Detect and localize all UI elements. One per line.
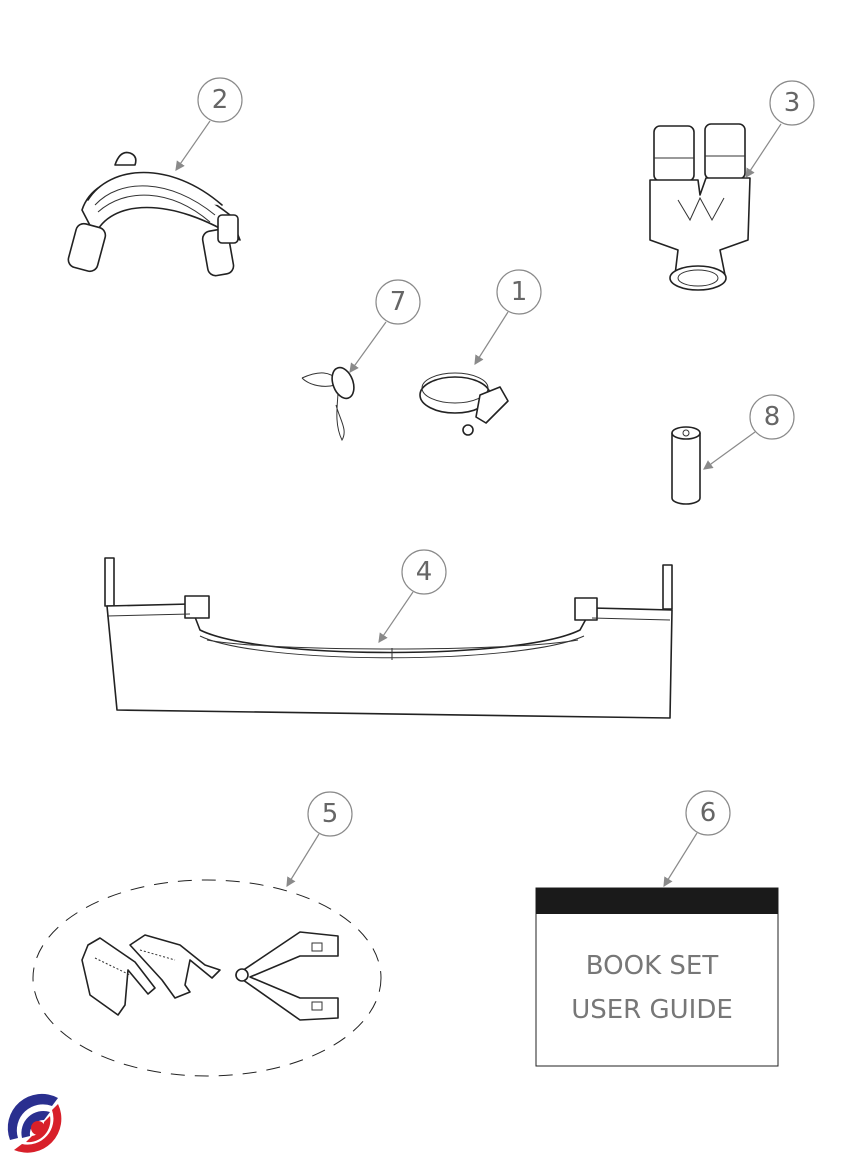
part-1-hose-clamp xyxy=(419,372,509,436)
callout-8: 8 xyxy=(703,394,795,470)
part-3-y-connector xyxy=(649,123,751,291)
svg-text:4: 4 xyxy=(416,557,433,587)
part-6-book-set: BOOK SET USER GUIDE xyxy=(535,887,779,1067)
svg-text:2: 2 xyxy=(212,85,229,115)
svg-text:8: 8 xyxy=(764,402,781,432)
callout-1: 1 xyxy=(474,269,542,366)
svg-text:6: 6 xyxy=(700,798,717,828)
part-5-bracket-set xyxy=(32,879,382,1077)
svg-text:7: 7 xyxy=(390,287,407,317)
svg-text:5: 5 xyxy=(322,799,339,829)
svg-text:1: 1 xyxy=(511,277,528,307)
callout-5: 5 xyxy=(286,791,353,888)
part-2-curved-bracket xyxy=(67,151,241,277)
book-header-bar xyxy=(536,888,778,914)
svg-text:3: 3 xyxy=(784,88,801,118)
callout-2: 2 xyxy=(175,77,243,171)
callout-6: 6 xyxy=(663,790,731,888)
brand-logo xyxy=(7,1093,62,1153)
part-4-bar-assembly xyxy=(104,557,673,719)
book-title-line2: USER GUIDE xyxy=(571,995,733,1025)
part-8-cylinder-pin xyxy=(671,426,701,505)
callout-7: 7 xyxy=(349,279,421,373)
book-title-line1: BOOK SET xyxy=(586,951,719,981)
callout-3: 3 xyxy=(745,80,815,179)
part-7-lanyard-cap xyxy=(301,366,355,442)
callout-4: 4 xyxy=(378,549,447,643)
